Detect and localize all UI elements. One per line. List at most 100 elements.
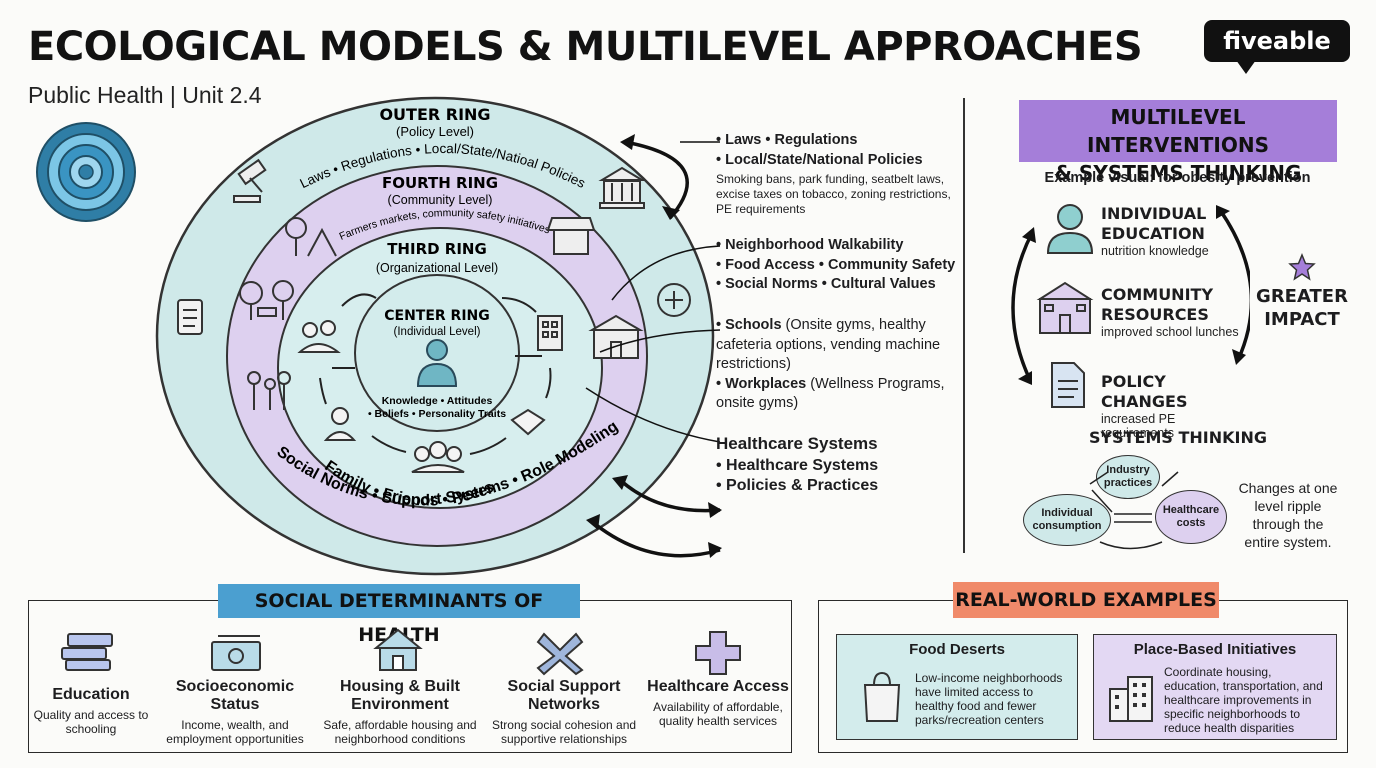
market-stall-icon: [546, 217, 596, 255]
community-line-1: • Neighborhood Walkability: [716, 237, 904, 253]
sdoh-healthcare-desc: Availability of affordable, quality heal…: [653, 700, 783, 728]
level-policy: POLICY CHANGES increased PE requirements: [1101, 372, 1251, 440]
group-icon: [297, 320, 341, 353]
multilevel-title-line-1: MULTILEVEL INTERVENTIONS: [1087, 105, 1269, 157]
school-icon: [1036, 281, 1094, 334]
healthcare-annotation: Healthcare Systems • Healthcare Systems …: [716, 434, 956, 497]
card-food-deserts-title: Food Deserts: [909, 641, 1005, 658]
schools-detail: (Onsite gyms, healthy cafeteria options,…: [716, 317, 941, 372]
node-healthcare-costs: Healthcare costs: [1155, 490, 1227, 544]
workplaces-detail: (Wellness Programs, onsite gyms): [716, 375, 945, 412]
sdoh-education: Education Quality and access to schoolin…: [16, 686, 166, 736]
cross-icon: [695, 631, 741, 675]
impact-line-1: GREATER: [1256, 286, 1348, 307]
person-icon: [1046, 204, 1094, 254]
money-icon: [211, 635, 261, 671]
level-policy-title: POLICY CHANGES: [1101, 372, 1188, 411]
greater-impact-label: GREATER IMPACT: [1252, 285, 1352, 331]
brand-logo-tail: [1236, 60, 1256, 74]
multilevel-graphics: [1011, 204, 1250, 408]
healthcare-line-1: • Healthcare Systems: [716, 456, 879, 474]
policy-line-1: • Laws • Regulations: [716, 132, 858, 148]
sdoh-housing: Housing & Built Environment Safe, afford…: [322, 678, 478, 746]
community-line-2: • Food Access • Community Safety: [716, 256, 956, 273]
sdoh-housing-desc: Safe, affordable housing and neighborhoo…: [323, 718, 477, 746]
page-title: ECOLOGICAL MODELS & MULTILEVEL APPROACHE…: [28, 24, 1143, 70]
office-building-icon: [537, 315, 563, 351]
trees-icon: [239, 280, 294, 320]
level-individual: INDIVIDUAL EDUCATION nutrition knowledge: [1101, 204, 1251, 258]
sdoh-education-desc: Quality and access to schooling: [33, 708, 149, 736]
handshake-icon: [510, 408, 546, 436]
inner-arrows: [319, 293, 552, 455]
level-individual-desc: nutrition knowledge: [1101, 244, 1209, 258]
card-place-based-title: Place-Based Initiatives: [1133, 641, 1297, 658]
sdoh-healthcare-access: Healthcare Access Availability of afford…: [643, 678, 793, 728]
sdoh-socioeconomic: Socioeconomic Status Income, wealth, and…: [160, 678, 310, 746]
school-building-icon: [588, 314, 644, 359]
books-icon: [61, 633, 113, 671]
policy-line-2: • Local/State/National Policies: [716, 151, 923, 168]
outer-ring-level: (Policy Level): [396, 124, 474, 139]
community-line-3: • Social Norms • Cultural Values: [716, 276, 936, 292]
outer-ring-name: OUTER RING: [379, 105, 490, 124]
park-icon: [285, 217, 337, 257]
ecological-rings-diagram: OUTER RING (Policy Level) Laws • Regulat…: [155, 96, 715, 576]
page-subtitle: Public Health | Unit 2.4: [28, 82, 262, 108]
policy-detail: Smoking bans, park funding, seatbelt law…: [716, 172, 951, 216]
center-ring-level: (Individual Level): [394, 326, 481, 338]
crowd-icon: [411, 441, 465, 473]
shopping-bag-icon: [863, 671, 901, 722]
gavel-icon: [233, 158, 267, 203]
connector-arrows: [585, 134, 722, 558]
workplaces-label: • Workplaces: [716, 375, 807, 392]
organizational-annotation: • Schools (Onsite gyms, healthy cafeteri…: [716, 316, 948, 414]
fourth-ring-level: (Community Level): [388, 193, 493, 207]
center-ring-items-2: • Beliefs • Personality Traits: [368, 408, 506, 420]
capitol-icon: [598, 166, 646, 209]
target-icon: [36, 122, 136, 222]
document-icon: [1051, 362, 1085, 408]
family-icon: [247, 371, 291, 410]
level-individual-title: INDIVIDUAL EDUCATION: [1101, 204, 1207, 243]
level-community-desc: improved school lunches: [1101, 325, 1239, 339]
community-annotation: • Neighborhood Walkability • Food Access…: [716, 236, 961, 295]
card-food-deserts-desc: Low-income neighborhoods have limited ac…: [915, 671, 1063, 727]
buildings-icon: [1109, 676, 1153, 722]
sdoh-healthcare-title: Healthcare Access: [647, 678, 789, 695]
sdoh-social-support-desc: Strong social cohesion and supportive re…: [491, 718, 637, 746]
center-ring-name: CENTER RING: [384, 308, 490, 324]
fourth-ring-name: FOURTH RING: [382, 174, 498, 192]
hands-icon: [536, 632, 584, 676]
sdoh-social-support-title: Social Support Networks: [507, 678, 621, 713]
level-community-title: COMMUNITY RESOURCES: [1101, 285, 1214, 324]
sdoh-social-support: Social Support Networks Strong social co…: [488, 678, 640, 746]
star-icon: [1288, 253, 1316, 281]
scroll-icon: [177, 299, 203, 335]
house-icon: [373, 628, 423, 671]
sdoh-education-title: Education: [52, 686, 130, 703]
systems-thinking-title: SYSTEMS THINKING: [1088, 428, 1267, 447]
mentor-icon: [323, 407, 357, 441]
multilevel-title: MULTILEVEL INTERVENTIONS & SYSTEMS THINK…: [1019, 100, 1337, 185]
level-community: COMMUNITY RESOURCES improved school lunc…: [1101, 285, 1251, 339]
policy-annotation: • Laws • Regulations • Local/State/Natio…: [716, 131, 956, 217]
systems-note: Changes at one level ripple through the …: [1238, 480, 1338, 550]
level-policy-desc: increased PE requirements: [1101, 412, 1176, 440]
realworld-title: REAL-WORLD EXAMPLES: [953, 582, 1219, 618]
center-person-icon: [416, 339, 458, 387]
node-individual-consumption: Individual consumption: [1023, 494, 1111, 546]
multilevel-title-line-2: & SYSTEMS THINKING: [1054, 161, 1302, 185]
card-place-based-desc: Coordinate housing, education, transport…: [1164, 665, 1323, 735]
brand-logo[interactable]: fiveable: [1204, 20, 1350, 62]
healthcare-line-2: • Policies & Practices: [716, 477, 879, 494]
sdoh-housing-title: Housing & Built Environment: [340, 678, 460, 713]
card-place-based: Place-Based Initiatives Coordinate housi…: [1093, 634, 1337, 740]
plus-circle-icon: [657, 283, 691, 317]
impact-line-2: IMPACT: [1264, 309, 1340, 330]
third-ring-level: (Organizational Level): [376, 261, 498, 275]
third-ring-name: THIRD RING: [387, 240, 487, 258]
node-industry-practices: Industry practices: [1096, 455, 1160, 499]
multilevel-subtitle: Example visual: for obesity prevention: [1044, 170, 1311, 186]
sdoh-socioeconomic-desc: Income, wealth, and employment opportuni…: [166, 718, 304, 746]
